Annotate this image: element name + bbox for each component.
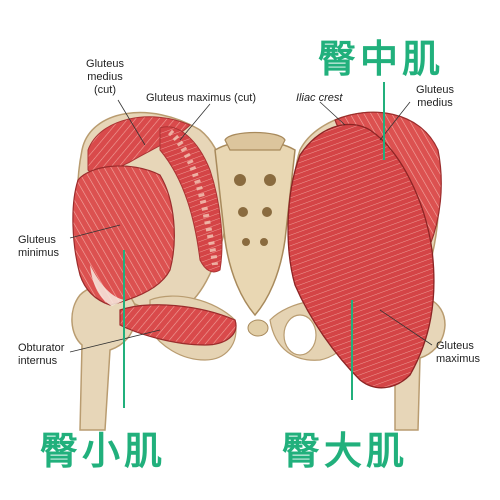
label-gluteus-medius-right: Gluteus medius xyxy=(416,84,454,109)
label-gluteus-maximus-cut: Gluteus maximus (cut) xyxy=(146,92,257,104)
label-gluteus-maximus-right: Gluteus maximus xyxy=(436,340,481,365)
gluteus-minimus-muscle xyxy=(72,165,175,306)
label-cn-gluteus-minimus: 臀小肌 xyxy=(40,429,167,473)
gluteus-maximus-cut-muscle xyxy=(159,126,223,273)
label-obturator-internus: Obturator internus xyxy=(18,342,65,367)
callout-lines xyxy=(123,82,385,408)
label-gluteus-minimus: Gluteus minimus xyxy=(18,234,59,259)
label-cn-gluteus-medius: 臀中肌 xyxy=(318,37,445,81)
label-cn-gluteus-maximus: 臀大肌 xyxy=(282,429,409,473)
obturator-internus-muscle xyxy=(119,304,237,346)
label-gluteus-medius-cut: Gluteus medius (cut) xyxy=(86,58,124,96)
label-iliac-crest: Iliac crest xyxy=(296,92,343,104)
